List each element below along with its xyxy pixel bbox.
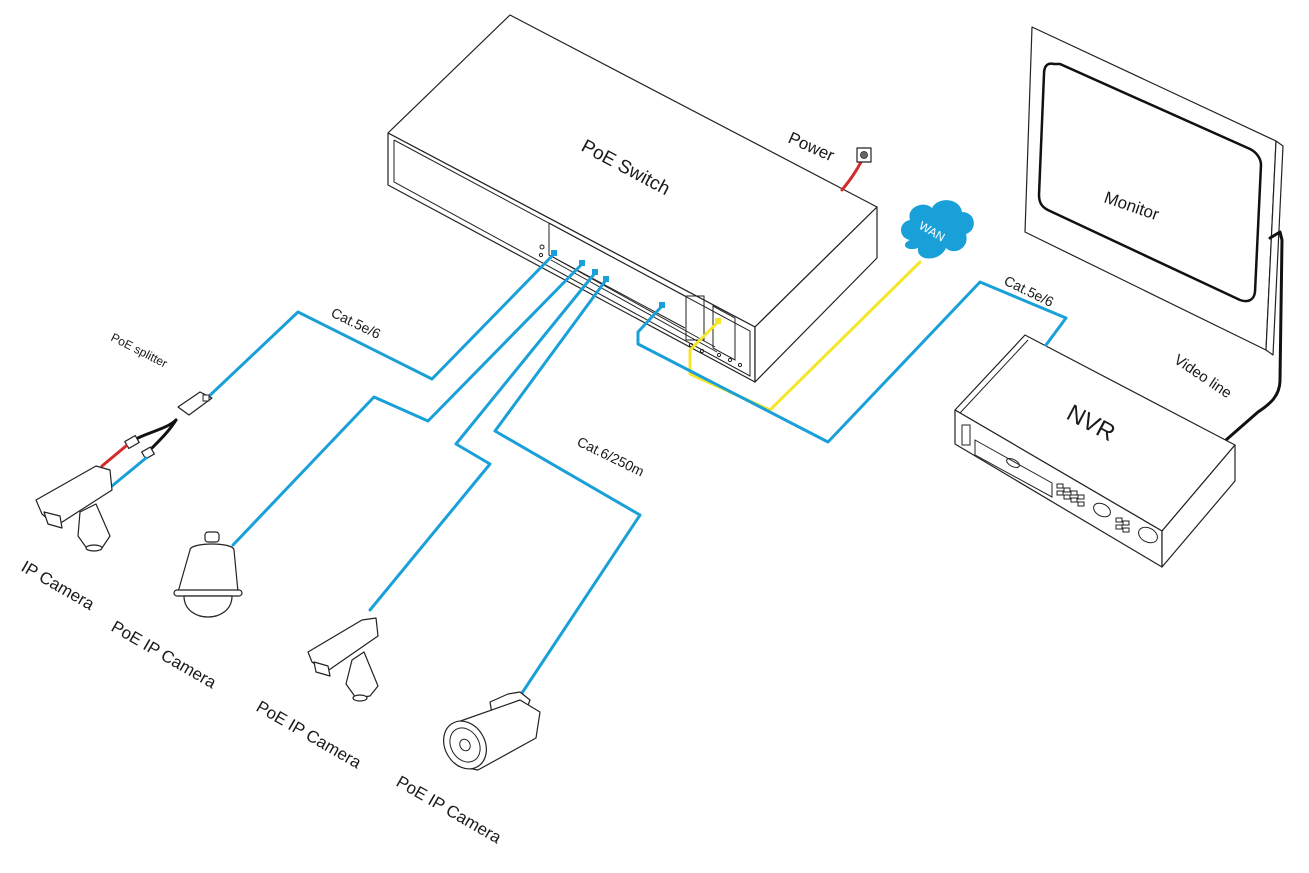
camera-label-1: IP Camera bbox=[18, 557, 98, 614]
poe-splitter: PoE splitter bbox=[100, 330, 213, 488]
cable-bullet-camera bbox=[493, 278, 642, 695]
monitor: Monitor bbox=[1024, 26, 1284, 356]
nvr-ethernet-cable bbox=[636, 280, 1068, 444]
nvr: NVR bbox=[954, 334, 1236, 568]
long-run-cable-label: Cat.6/250m bbox=[575, 433, 647, 479]
video-line-cable bbox=[1224, 230, 1284, 442]
splitter-label: PoE splitter bbox=[109, 330, 170, 370]
nvr-side-face bbox=[1161, 444, 1236, 568]
left-cable-label: Cat.5e/6 bbox=[329, 304, 384, 342]
poe-box-camera bbox=[307, 617, 379, 702]
poe-switch: PoE Switch bbox=[387, 14, 878, 383]
cable-dome-camera bbox=[231, 262, 584, 547]
nvr-cable-label: Cat.5e/6 bbox=[1002, 272, 1057, 310]
cable-ip-camera bbox=[203, 252, 556, 402]
power-label: Power bbox=[785, 128, 837, 165]
switch-side-face bbox=[754, 206, 878, 383]
camera-label-3: PoE IP Camera bbox=[253, 697, 365, 773]
camera-cables bbox=[203, 250, 642, 695]
power-cable bbox=[840, 158, 864, 192]
cloud-icon bbox=[901, 200, 974, 259]
wan-cloud: WAN bbox=[901, 200, 974, 259]
camera-label-2: PoE IP Camera bbox=[108, 617, 220, 693]
cable-box-camera bbox=[368, 271, 597, 612]
poe-bullet-camera bbox=[443, 691, 541, 771]
poe-dome-camera bbox=[173, 531, 243, 618]
wan-cable bbox=[688, 260, 922, 412]
ip-camera-box bbox=[35, 465, 113, 552]
camera-label-4: PoE IP Camera bbox=[393, 772, 505, 848]
monitor-screen bbox=[1037, 62, 1263, 303]
video-line-label: Video line bbox=[1171, 351, 1235, 402]
